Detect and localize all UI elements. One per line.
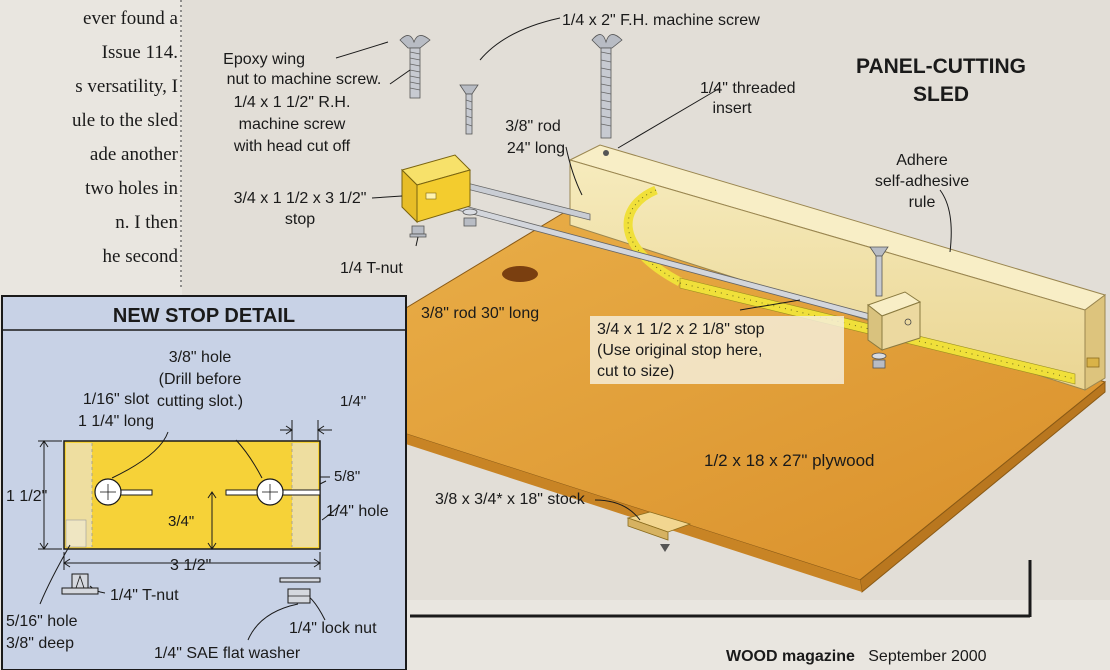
diagram-title: PANEL-CUTTING [856, 55, 1026, 78]
detail-washer: 1/4" SAE flat washer [154, 645, 301, 662]
plywood-base [268, 211, 1107, 593]
detail-hole516-2: 3/8" deep [6, 635, 74, 652]
label-insert: 1/4" threaded [700, 80, 796, 97]
wing-nut-screw-right [591, 34, 623, 139]
stop-b-screw [869, 246, 889, 369]
article-line: ule to the sled [71, 110, 178, 131]
detail-hole516: 5/16" hole [6, 613, 78, 630]
label-rh-screw-2: machine screw [239, 116, 346, 133]
detail-dim-312: 3 1/2" [170, 557, 211, 574]
fence [568, 144, 1107, 391]
label-insert-2: insert [712, 100, 752, 117]
article-line: n. I then [115, 212, 178, 233]
label-rod-24: 3/8" rod [505, 118, 561, 135]
label-rod-24-2: 24" long [507, 140, 565, 157]
footer-magazine: WOOD magazine [726, 648, 855, 665]
fh-machine-screw [459, 84, 479, 135]
t-nut [409, 225, 427, 238]
label-stop-b-2: (Use original stop here, [597, 342, 762, 359]
detail-slot: 1/16" slot [83, 391, 150, 408]
detail-dim-112: 1 1/2" [6, 488, 47, 505]
label-wing-nut: Epoxy wing [223, 51, 305, 68]
stop-b-block [866, 291, 922, 351]
detail-dim-34: 3/4" [168, 513, 194, 530]
label-rh-screw-3: with head cut off [233, 138, 351, 155]
label-stop-b: 3/4 x 1 1/2 x 2 1/8" stop [597, 321, 765, 338]
detail-tnut: 1/4" T-nut [110, 587, 179, 604]
detail-title: NEW STOP DETAIL [113, 305, 295, 327]
detail-hole14: 1/4" hole [326, 503, 389, 520]
footer: WOOD magazine September 2000 [726, 648, 987, 666]
router-hole [502, 266, 538, 282]
new-stop-detail-panel: NEW STOP DETAIL [1, 295, 407, 670]
label-fh-screw: 1/4 x 2" F.H. machine screw [562, 12, 760, 29]
label-stop-a: 3/4 x 1 1/2 x 3 1/2" [234, 190, 367, 207]
label-adhere: Adhere [896, 152, 948, 169]
label-rod-30: 3/8" rod 30" long [421, 305, 539, 322]
detail-locknut: 1/4" lock nut [289, 620, 377, 637]
article-line: he second [102, 246, 178, 267]
stop-b-label-box [590, 316, 844, 384]
detail-dim-quarter: 1/4" [340, 393, 366, 410]
detail-washer-icon [279, 577, 321, 583]
label-tnut: 1/4 T-nut [340, 260, 403, 277]
detail-slot-2: 1 1/4" long [78, 413, 154, 430]
detail-hole38-2: (Drill before [159, 371, 242, 388]
label-stock: 3/8 x 3/4* x 18" stock [435, 491, 586, 508]
article-line: two holes in [85, 178, 178, 199]
leader-lines [335, 17, 952, 521]
label-wing-nut-2: nut to machine screw. [227, 71, 382, 88]
detail-tnut-icon [61, 573, 99, 595]
threaded-insert [603, 150, 609, 156]
label-stop-a-2: stop [285, 211, 315, 228]
label-stop-b-3: cut to size) [597, 363, 674, 380]
stock-piece [626, 511, 692, 552]
detail-dimension-lines [38, 420, 341, 641]
detail-hole38: 3/8" hole [169, 349, 232, 366]
article-line: ade another [89, 144, 178, 165]
footer-date: September 2000 [868, 648, 987, 665]
detail-locknut-icon [287, 588, 311, 604]
label-plywood: 1/2 x 18 x 27" plywood [704, 451, 874, 470]
article-line: Issue 114. [101, 42, 178, 63]
diagram-title-line2: SLED [913, 83, 969, 106]
stop-a-block [401, 154, 471, 224]
article-text-column: ever found a Issue 114. s versatility, I… [0, 0, 178, 274]
detail-dim-58: 5/8" [334, 468, 360, 485]
article-line: ever found a [83, 8, 178, 29]
label-adhere-3: rule [909, 194, 936, 211]
detail-hole38-3: cutting slot.) [157, 393, 243, 410]
washer-locknut [462, 208, 478, 227]
article-line: s versatility, I [75, 76, 178, 97]
label-rh-screw: 1/4 x 1 1/2" R.H. [234, 94, 351, 111]
label-adhere-2: self-adhesive [875, 173, 969, 190]
wing-nut-screw [399, 35, 431, 99]
